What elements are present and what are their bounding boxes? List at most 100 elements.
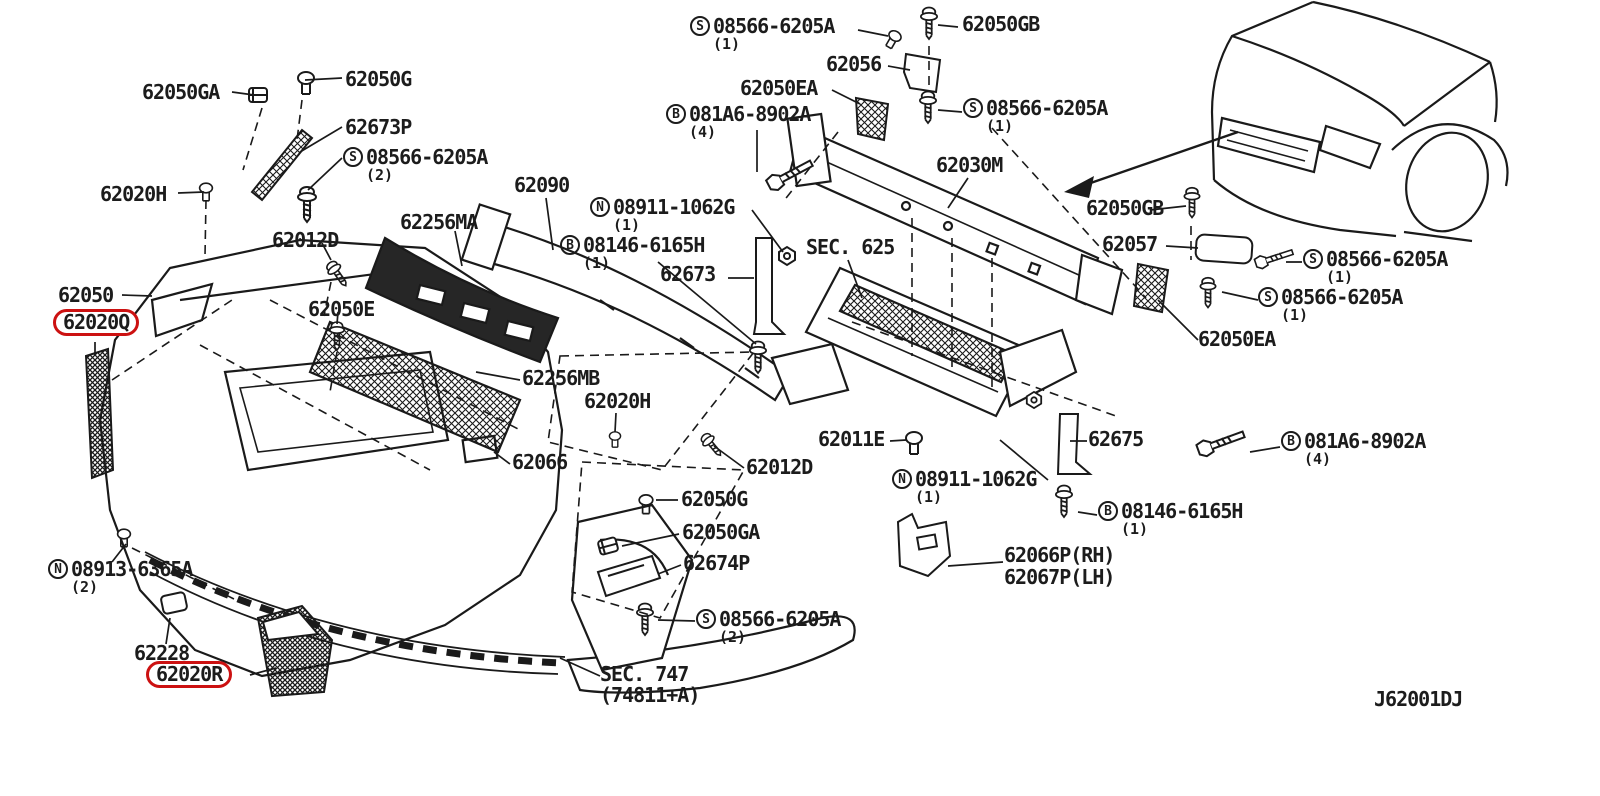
part-number-text: 62012D	[272, 228, 339, 252]
part-label-62050ga-top[interactable]: 62050GA	[142, 82, 220, 103]
part-number-text: 62050	[58, 283, 114, 307]
reinforcement-62090	[460, 203, 850, 406]
label-row: 62020H	[584, 391, 651, 412]
part-label-figure-code[interactable]: J62001DJ	[1374, 689, 1463, 710]
prefix-n-circle-icon: N	[590, 197, 610, 218]
part-number-text: 62675	[1088, 427, 1144, 451]
quantity-text: (2)	[71, 578, 99, 597]
label-row: 62011E	[818, 429, 885, 450]
part-label-sec-747[interactable]: SEC. 747(74811+A)	[600, 664, 700, 706]
part-number-text: 62256MB	[522, 366, 600, 390]
part-label-62050[interactable]: 62050	[58, 283, 114, 307]
label-row: J62001DJ	[1374, 689, 1463, 710]
part-label-62020h-left[interactable]: 62020H	[100, 184, 167, 205]
location-arrow	[1064, 130, 1239, 198]
label-row: 62020Q	[53, 309, 140, 337]
part-number-text: 62020R	[146, 661, 233, 689]
part-number-text: 62050E	[308, 297, 375, 321]
part-label-62056[interactable]: 62056	[826, 54, 882, 75]
part-label-62256ma[interactable]: 62256MA	[400, 212, 478, 233]
part-label-62067p[interactable]: 62067P(LH)	[1004, 567, 1115, 588]
part-label-62030m[interactable]: 62030M	[936, 155, 1003, 176]
part-number-text: 62066	[512, 450, 568, 474]
part-label-62020h-mid[interactable]: 62020H	[584, 391, 651, 412]
part-label-62050gb-right[interactable]: 62050GB	[1086, 198, 1164, 219]
part-label-62057[interactable]: 62057	[1102, 232, 1158, 256]
label-row: 62673P	[345, 117, 412, 138]
part-label-62050gb-top[interactable]: 62050GB	[962, 12, 1040, 36]
prefix-b-circle-icon: B	[666, 104, 686, 125]
quantity-text: (4)	[689, 123, 717, 142]
part-label-62066[interactable]: 62066	[512, 450, 568, 474]
part-label-62020r[interactable]: 62020R	[146, 661, 233, 689]
part-label-62066p[interactable]: 62066P(RH)	[1004, 545, 1115, 566]
quantity-text: (1)	[583, 254, 611, 273]
label-row: 62675	[1088, 427, 1144, 451]
prefix-s-circle-icon: S	[343, 147, 363, 168]
quantity-text: (2)	[366, 166, 394, 185]
grille-62256mb	[308, 320, 522, 454]
part-label-62050ea-right[interactable]: 62050EA	[1198, 329, 1276, 350]
part-number-text: 08566-6205A	[713, 14, 835, 38]
part-label-62228[interactable]: 62228	[134, 643, 190, 664]
part-label-sec-625[interactable]: SEC. 625	[806, 235, 895, 259]
label-row: 62020R	[146, 661, 233, 689]
part-number-text: 08911-1062G	[613, 195, 735, 219]
part-label-62050ea-top[interactable]: 62050EA	[740, 78, 818, 99]
quantity-text: (1)	[1121, 520, 1149, 539]
part-number-text: 62020Q	[53, 309, 140, 337]
part-label-62673p[interactable]: 62673P	[345, 117, 412, 138]
part-label-62020q[interactable]: 62020Q	[53, 309, 140, 337]
part-number-text: 08566-6205A	[366, 145, 488, 169]
part-number-text: 62057	[1102, 232, 1158, 256]
label-row: 62673	[660, 264, 716, 285]
part-label-62673[interactable]: 62673	[660, 264, 716, 285]
label-row: 62050GA	[682, 520, 760, 544]
assembly-guide-lines	[111, 46, 1192, 619]
prefix-s-circle-icon: S	[696, 609, 716, 630]
part-label-62050g-top[interactable]: 62050G	[345, 69, 412, 90]
label-row: 62050E	[308, 297, 375, 321]
part-number-text: 62050GB	[962, 12, 1040, 36]
part-label-62050g-mid[interactable]: 62050G	[681, 489, 748, 510]
leader-lines	[94, 24, 1302, 677]
label-row: 62066P(RH)	[1004, 545, 1115, 566]
part-number-text: 62090	[514, 173, 570, 197]
part-label-62012d-mid[interactable]: 62012D	[746, 457, 813, 478]
part-label-62675[interactable]: 62675	[1088, 427, 1144, 451]
part-number-text: 08146-6165H	[583, 233, 705, 257]
label-row: 62012D	[272, 228, 339, 252]
prefix-n-circle-icon: N	[892, 469, 912, 490]
prefix-n-circle-icon: N	[48, 559, 68, 580]
part-label-62012d-top[interactable]: 62012D	[272, 228, 339, 252]
part-label-62050e[interactable]: 62050E	[308, 297, 375, 321]
part-label-62674p[interactable]: 62674P	[683, 553, 750, 574]
part-label-62011e[interactable]: 62011E	[818, 429, 885, 450]
part-number-text: SEC. 625	[806, 235, 895, 259]
part-label-62050ga-mid[interactable]: 62050GA	[682, 520, 760, 544]
prefix-b-circle-icon: B	[1098, 501, 1118, 522]
part-label-62090[interactable]: 62090	[514, 173, 570, 197]
part-label-62256mb[interactable]: 62256MB	[522, 366, 600, 390]
part-number-text: 62050GA	[682, 520, 760, 544]
